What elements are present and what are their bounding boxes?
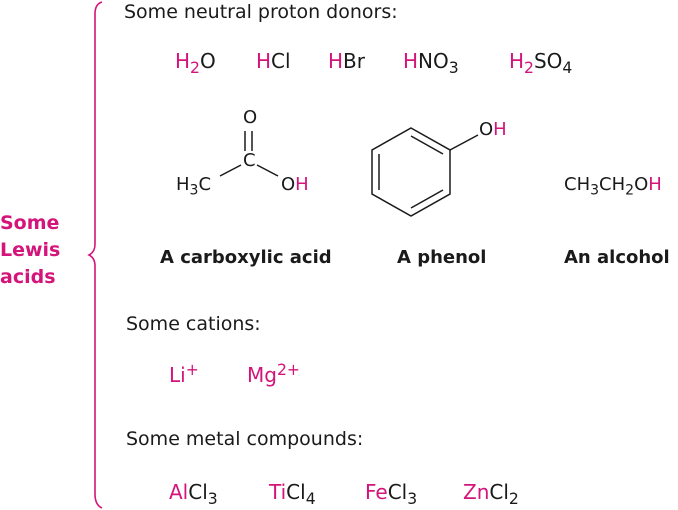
- proton-donors-heading: Some neutral proton donors:: [124, 1, 398, 23]
- carboxylic-bonds: [219, 131, 279, 177]
- formula-hbr: HBr: [328, 49, 365, 73]
- caption-carboxylic-acid: A carboxylic acid: [160, 247, 332, 268]
- caption-alcohol: An alcohol: [564, 247, 670, 268]
- cation-lithium: Li+: [169, 361, 199, 388]
- carboxylic-hydroxyl: OH: [281, 174, 309, 195]
- carboxylic-methyl: H3C: [176, 174, 212, 199]
- side-label-line: Some: [0, 212, 60, 234]
- alcohol-formula: CH3CH2OH: [564, 174, 662, 199]
- metal-compounds-heading: Some metal compounds:: [126, 428, 364, 450]
- phenol-ring: [371, 127, 479, 217]
- carboxylic-carbon: C: [243, 150, 256, 171]
- compound-ticl4: TiCl4: [269, 480, 316, 508]
- cation-magnesium: Mg2+: [247, 361, 300, 388]
- phenol-hydroxyl: OH: [479, 119, 507, 140]
- cations-heading: Some cations:: [126, 313, 261, 335]
- side-label-line: Lewis: [0, 239, 61, 261]
- formula-water: H2O: [175, 49, 216, 77]
- carboxylic-carbonyl-oxygen: O: [243, 107, 258, 128]
- formula-hno3: HNO3: [403, 49, 459, 77]
- compound-fecl3: FeCl3: [365, 480, 418, 508]
- formula-hcl: HCl: [256, 49, 291, 73]
- side-label-line: acids: [0, 266, 56, 288]
- formula-h2so4: H2SO4: [509, 49, 573, 77]
- caption-phenol: A phenol: [397, 247, 487, 268]
- left-brace: [87, 1, 103, 509]
- side-label: Some Lewis acids: [0, 210, 60, 291]
- compound-zncl2: ZnCl2: [463, 480, 519, 508]
- compound-alcl3: AlCl3: [169, 480, 218, 508]
